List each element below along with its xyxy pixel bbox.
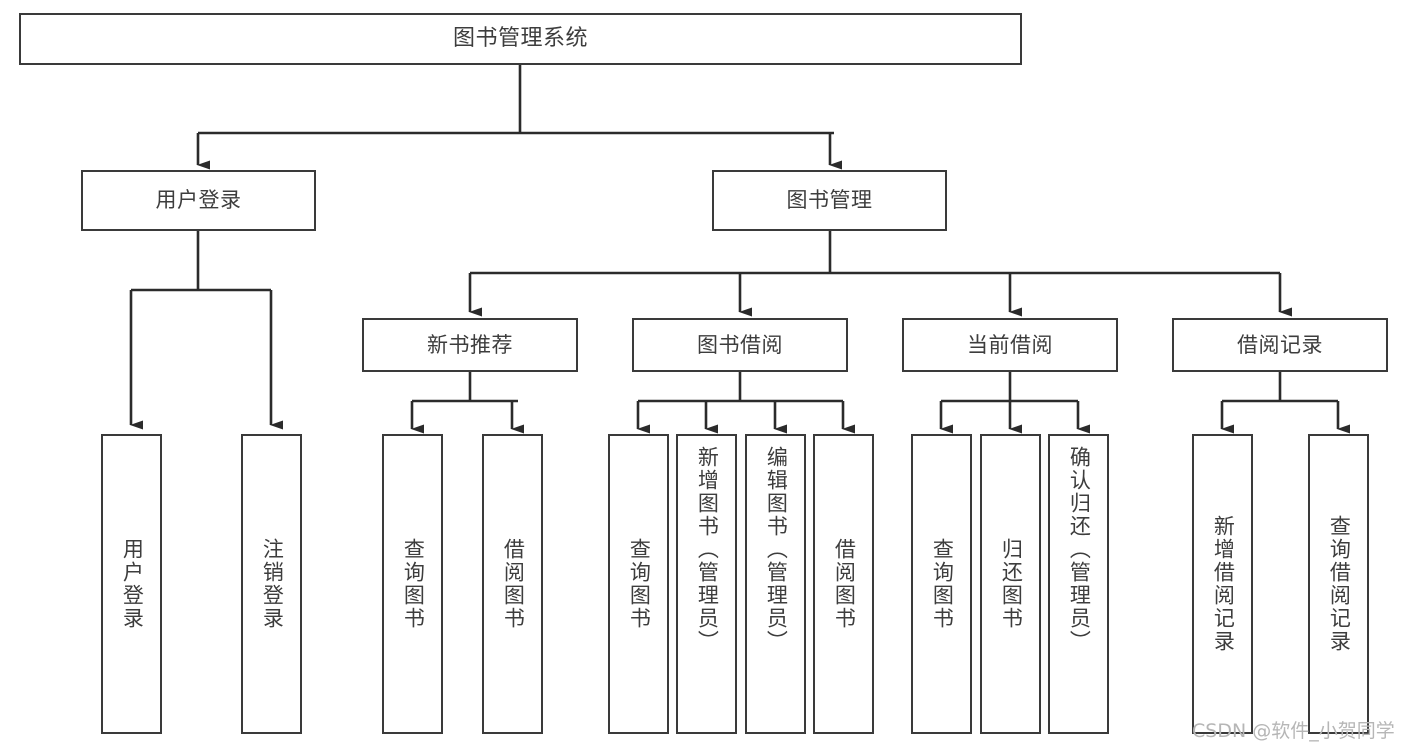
node-root-system[interactable]: 图书管理系统 <box>19 13 1022 65</box>
node-borrow-record[interactable]: 借阅记录 <box>1172 318 1388 372</box>
node-leaf-query-book-current[interactable]: 查询图书 <box>911 434 972 734</box>
node-leaf-edit-book-admin[interactable]: 编辑图书（管理员） <box>745 434 806 734</box>
node-new-book-recommend[interactable]: 新书推荐 <box>362 318 578 372</box>
node-leaf-user-login[interactable]: 用户登录 <box>101 434 162 734</box>
node-label: 查询借阅记录 <box>1327 515 1352 653</box>
node-label: 查询图书 <box>401 538 426 630</box>
node-label: 编辑图书（管理员） <box>764 446 789 653</box>
node-label: 借阅记录 <box>1237 332 1323 357</box>
node-label: 图书管理 <box>786 188 873 213</box>
node-leaf-add-book-admin[interactable]: 新增图书（管理员） <box>676 434 737 734</box>
node-label: 借阅图书 <box>832 538 857 630</box>
node-book-borrow[interactable]: 图书借阅 <box>632 318 848 372</box>
node-label: 当前借阅 <box>967 332 1053 357</box>
node-label: 新增借阅记录 <box>1211 515 1236 653</box>
node-label: 新书推荐 <box>427 332 513 357</box>
node-leaf-confirm-return-admin[interactable]: 确认归还（管理员） <box>1048 434 1109 734</box>
node-label: 用户登录 <box>120 538 145 630</box>
node-current-borrow[interactable]: 当前借阅 <box>902 318 1118 372</box>
node-label: 用户登录 <box>155 188 242 213</box>
node-leaf-add-borrow-record[interactable]: 新增借阅记录 <box>1192 434 1253 734</box>
node-label: 借阅图书 <box>501 538 526 630</box>
node-label: 图书借阅 <box>697 332 783 357</box>
node-label: 新增图书（管理员） <box>695 446 720 653</box>
node-leaf-borrow-book-recommend[interactable]: 借阅图书 <box>482 434 543 734</box>
node-label: 图书管理系统 <box>452 26 588 52</box>
node-leaf-query-borrow-record[interactable]: 查询借阅记录 <box>1308 434 1369 734</box>
node-leaf-query-book-borrow[interactable]: 查询图书 <box>608 434 669 734</box>
node-user-login[interactable]: 用户登录 <box>81 170 316 231</box>
node-leaf-logout[interactable]: 注销登录 <box>241 434 302 734</box>
node-label: 查询图书 <box>930 538 955 630</box>
node-label: 归还图书 <box>999 538 1024 630</box>
csdn-watermark: CSDN @软件_小贺同学 <box>1192 720 1395 742</box>
node-leaf-borrow-book[interactable]: 借阅图书 <box>813 434 874 734</box>
node-leaf-return-book[interactable]: 归还图书 <box>980 434 1041 734</box>
node-label: 确认归还（管理员） <box>1067 446 1092 653</box>
node-label: 查询图书 <box>627 538 652 630</box>
node-book-management[interactable]: 图书管理 <box>712 170 947 231</box>
node-leaf-query-book-recommend[interactable]: 查询图书 <box>382 434 443 734</box>
node-label: 注销登录 <box>260 538 285 630</box>
